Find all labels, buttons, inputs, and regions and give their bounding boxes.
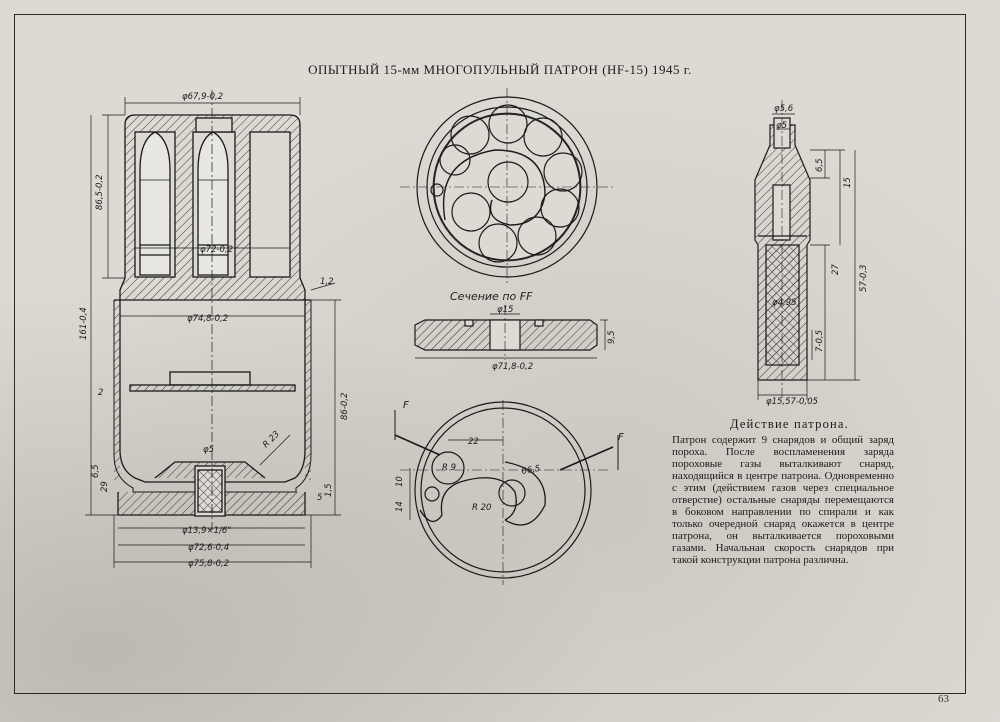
bottom-view-dimension-texts: 22 R 20 R 9 66,5 10 14 F F: [395, 400, 624, 513]
dim-right-5: 5: [317, 493, 322, 503]
dim-proj-57: 57-0,3: [859, 265, 869, 292]
cartridge-bottom-view: [394, 400, 619, 585]
dim-bottom-r20: R 20: [472, 503, 491, 513]
dim-right-15: 1,5: [324, 483, 334, 497]
projectile-dimension-texts: φ5,6 φ5 6,5 15 27 57-0,3 φ4,95 7-0,5 φ15…: [766, 104, 869, 407]
dim-disk-diameter: φ71,8-0,2: [492, 362, 533, 372]
section-mark-right: F: [618, 432, 624, 443]
section-mark-left: F: [403, 400, 409, 411]
dim-radius: R 23: [261, 429, 282, 450]
dim-proj-15: 15: [843, 177, 853, 188]
sheet-border: [14, 14, 966, 694]
dim-wall: 1,2: [320, 277, 334, 287]
dim-proj-7: 7-0,5: [815, 330, 825, 352]
dim-left-2: 2: [98, 388, 103, 398]
projectile-dimension-lines: [757, 113, 860, 400]
page-number: 63: [938, 693, 949, 705]
dim-mid-diameter: φ74,8-0,2: [187, 314, 228, 324]
operation-heading: Действие патрона.: [730, 417, 849, 431]
dim-top-diameter: φ67,9-0,2: [182, 92, 223, 102]
dim-bottom-diameter: φ72,6-0,4: [188, 543, 229, 553]
dim-proj-base-dia: φ15,57-0,05: [766, 397, 818, 407]
dim-hole: φ5: [203, 445, 214, 455]
dim-proj-core: φ4,95: [772, 298, 797, 308]
dim-disk-thickness: 9,5: [607, 330, 617, 344]
section-ff-dimension-texts: φ15 φ71,8-0,2 9,5: [492, 305, 617, 372]
cartridge-section-view: [113, 90, 312, 530]
projectile-section-view: [754, 100, 811, 400]
dim-upper-height: 86,5-0,2: [95, 174, 105, 210]
dim-base-diameter: φ75,8-0,2: [188, 559, 229, 569]
dim-bottom-66: 66,5: [521, 464, 541, 477]
dim-inner-diameter: φ72-0,2: [200, 245, 233, 255]
dim-bottom-10: 10: [395, 476, 405, 487]
dim-thread: φ13,9×1/6": [182, 526, 231, 536]
dim-proj-65: 6,5: [815, 158, 825, 172]
dim-left-29: 29: [100, 481, 110, 492]
dim-proj-top-dia: φ5,6: [774, 104, 794, 114]
cartridge-dimension-lines: [85, 97, 341, 568]
dim-proj-inner: φ5: [776, 121, 787, 131]
dim-bottom-22: 22: [468, 437, 479, 447]
operation-description: Патрон содержит 9 снарядов и общий заряд…: [672, 434, 894, 566]
dim-bottom-14: 14: [395, 501, 405, 512]
dim-total-height: 161-0,4: [79, 307, 89, 340]
section-ff-view: [414, 305, 608, 360]
dim-disk-hole: φ15: [497, 305, 513, 315]
dim-left-65: 6,5: [91, 464, 101, 478]
dim-lower-height: 86-0,2: [340, 393, 350, 420]
cartridge-top-view: [400, 88, 615, 285]
dim-bottom-r9: R 9: [442, 463, 456, 473]
sheet-title: ОПЫТНЫЙ 15-мм МНОГОПУЛЬНЫЙ ПАТРОН (НF-15…: [308, 62, 692, 77]
section-ff-label: Сечение по FF: [450, 290, 533, 303]
dim-proj-27: 27: [831, 264, 841, 275]
